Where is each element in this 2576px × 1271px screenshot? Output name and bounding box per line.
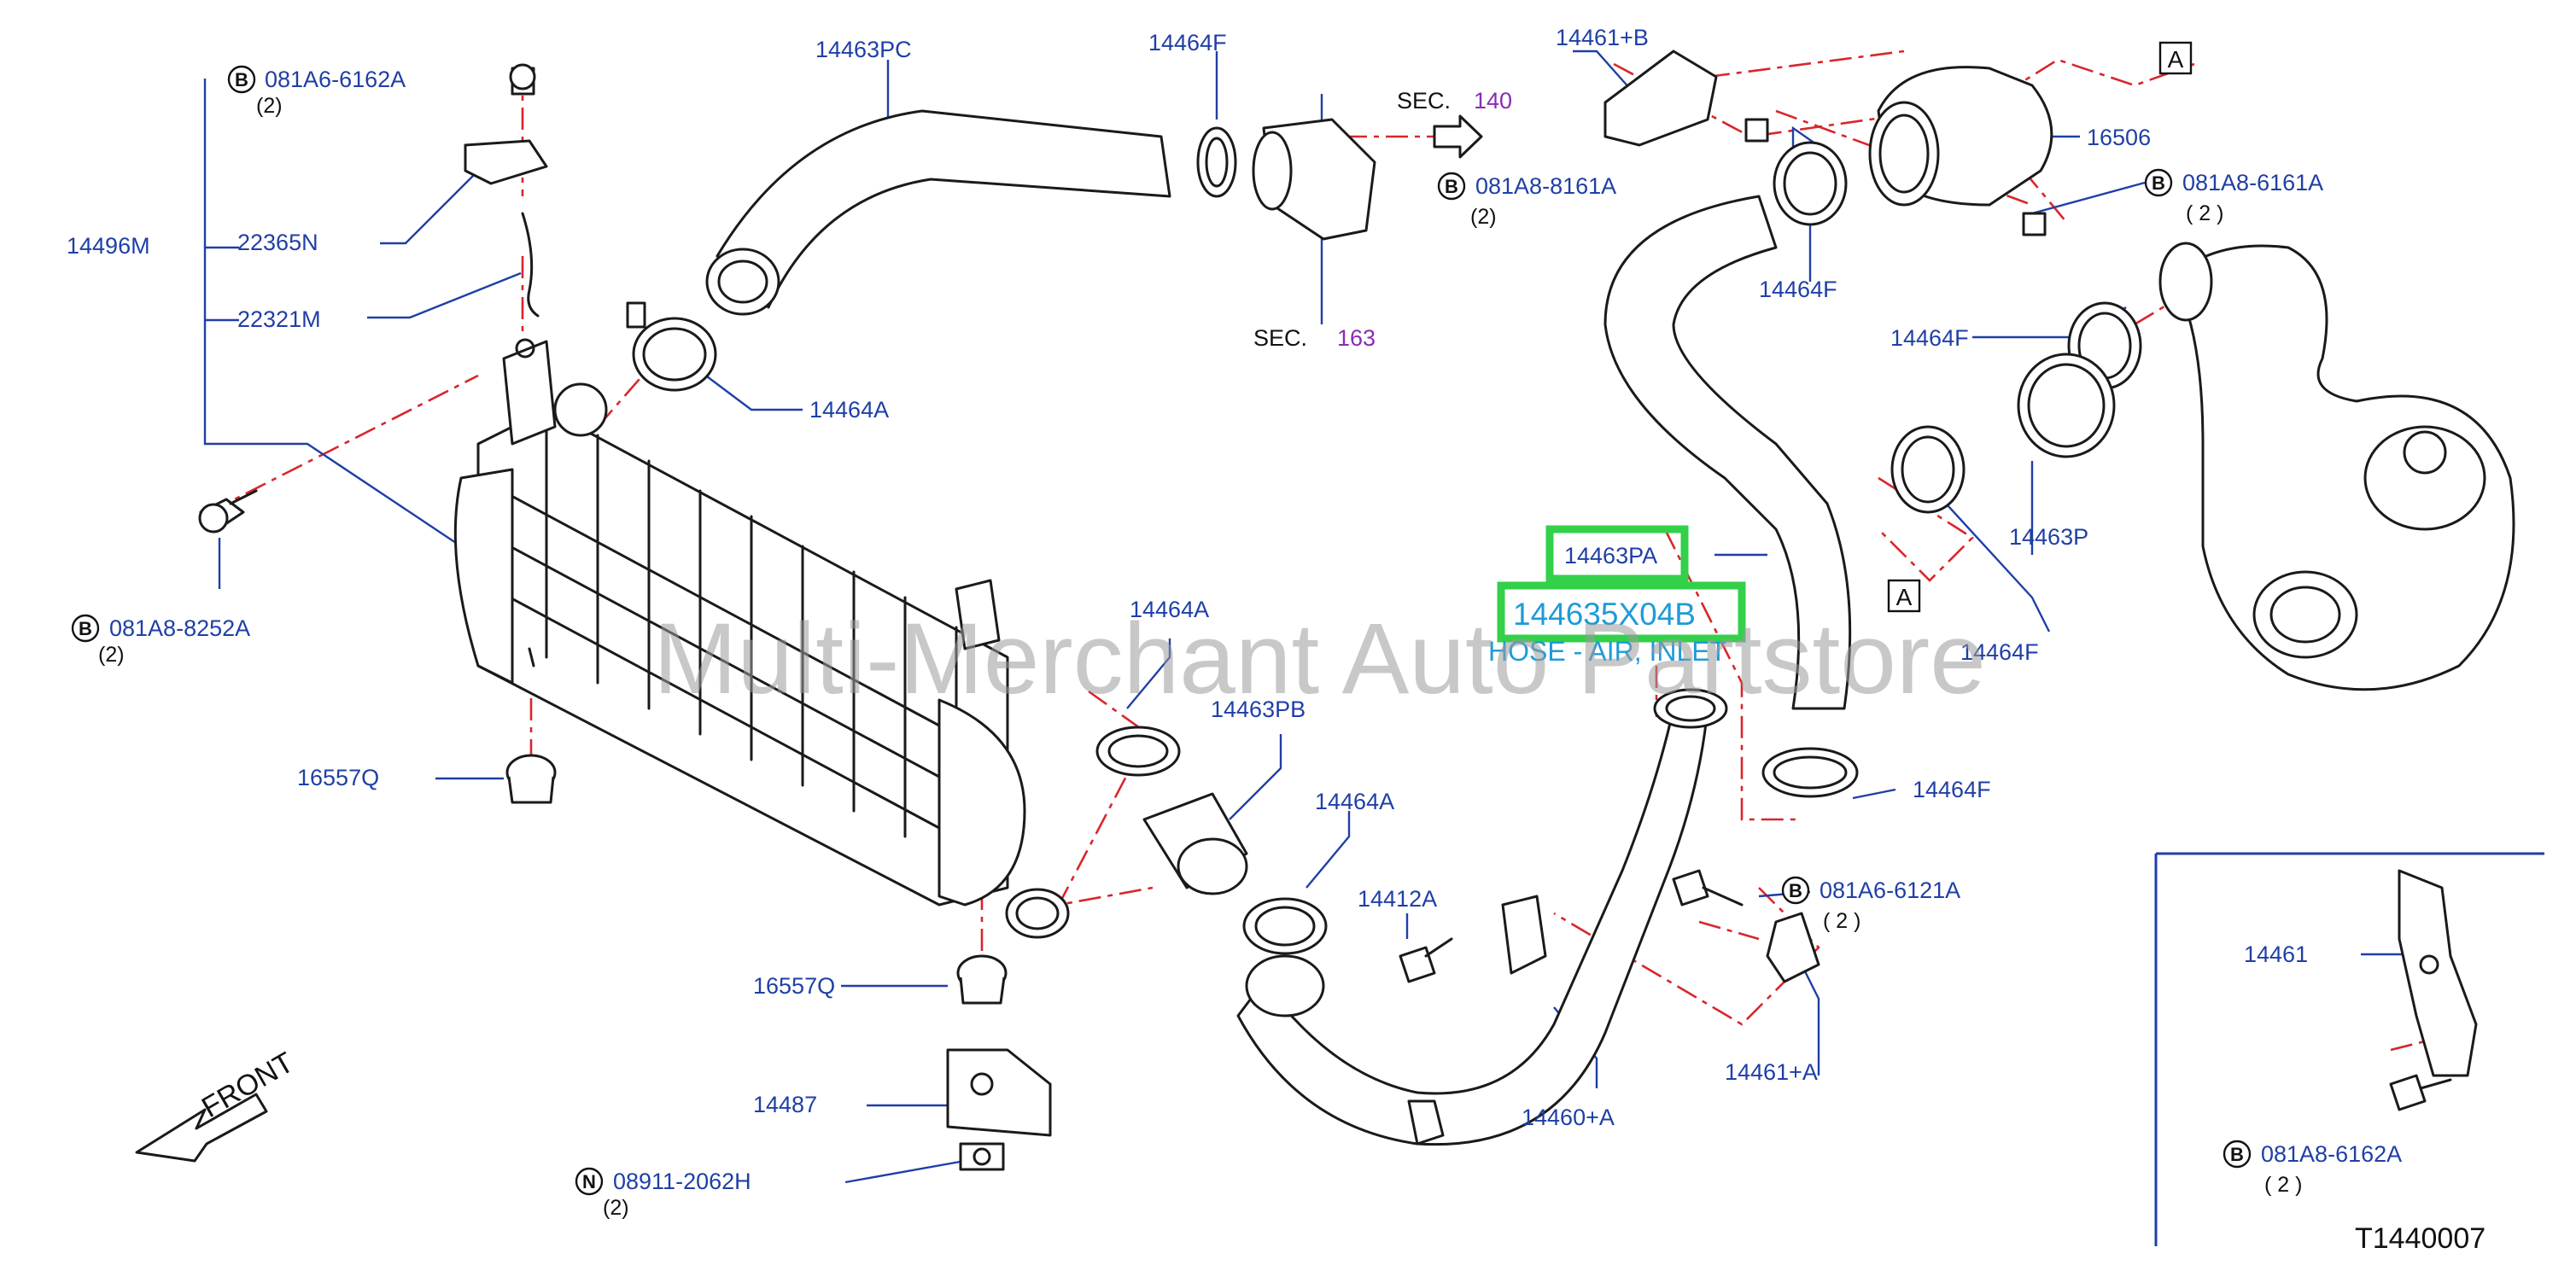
- svg-text:A: A: [2168, 46, 2184, 73]
- bolts-and-nuts: [198, 118, 2452, 1171]
- nut-label-n1[interactable]: N 08911-2062H (2): [575, 1167, 751, 1220]
- highlight-alt-part-label[interactable]: 144635X04B: [1513, 597, 1696, 632]
- part-label-14464F-d[interactable]: 14464F: [1913, 777, 1991, 802]
- bolt-label-b5[interactable]: B 081A6-6121A ( 2 ): [1781, 876, 1960, 933]
- svg-text:( 2 ): ( 2 ): [1823, 909, 1860, 933]
- diagram-code: T1440007: [2355, 1222, 2485, 1255]
- ref-box-mid: A: [1887, 579, 1921, 613]
- svg-text:081A8-6161A: 081A8-6161A: [2182, 170, 2323, 195]
- part-label-14463PC[interactable]: 14463PC: [815, 37, 912, 62]
- clamps-and-hoses: [626, 50, 2515, 1146]
- watermark: Multi-Merchant Auto Partstore: [653, 603, 1986, 715]
- sensor-parts: [464, 63, 548, 318]
- part-label-14464A-mid[interactable]: 14464A: [1130, 597, 1209, 622]
- svg-text:08911-2062H: 08911-2062H: [613, 1169, 751, 1194]
- section-ref-163[interactable]: SEC. 163: [1253, 325, 1376, 351]
- part-label-14496M[interactable]: 14496M: [67, 233, 150, 259]
- svg-text:SEC.: SEC.: [1253, 325, 1307, 351]
- svg-text:B: B: [79, 618, 92, 639]
- svg-text:081A6-6121A: 081A6-6121A: [1820, 877, 1960, 903]
- ref-box-top: A: [2158, 41, 2193, 75]
- part-label-14463P[interactable]: 14463P: [2009, 524, 2088, 550]
- svg-text:(2): (2): [256, 94, 283, 118]
- svg-text:163: 163: [1337, 325, 1376, 351]
- svg-text:B: B: [1789, 880, 1802, 901]
- part-label-14461[interactable]: 14461: [2244, 942, 2308, 967]
- svg-text:081A8-8252A: 081A8-8252A: [109, 615, 250, 641]
- part-label-14464F-b[interactable]: 14464F: [1890, 325, 1969, 351]
- bolt-label-b6[interactable]: B 081A8-6162A ( 2 ): [2223, 1140, 2402, 1197]
- highlight-box-part: [1545, 525, 1689, 583]
- svg-text:(2): (2): [1470, 205, 1497, 229]
- svg-text:B: B: [1445, 176, 1458, 197]
- bolt-label-b3[interactable]: B 081A8-8161A (2): [1437, 172, 1616, 229]
- intercooler: [453, 338, 1070, 939]
- svg-text:081A8-6162A: 081A8-6162A: [2261, 1141, 2402, 1167]
- bolt-label-b4[interactable]: B 081A8-6161A ( 2 ): [2144, 168, 2323, 225]
- part-label-14464F-top[interactable]: 14464F: [1148, 30, 1227, 55]
- section-ref-140[interactable]: SEC. 140: [1397, 88, 1512, 114]
- svg-text:( 2 ): ( 2 ): [2186, 201, 2223, 225]
- highlight-description: HOSE - AIR, INLET: [1488, 636, 1726, 667]
- part-label-16557Q-b[interactable]: 16557Q: [753, 973, 835, 999]
- part-label-14464F-c[interactable]: 14464F: [1960, 639, 2039, 665]
- svg-text:B: B: [2152, 172, 2165, 194]
- svg-text:B: B: [2230, 1144, 2244, 1165]
- part-label-14461B[interactable]: 14461+B: [1556, 25, 1649, 50]
- svg-text:140: 140: [1474, 88, 1512, 114]
- part-label-16506[interactable]: 16506: [2087, 125, 2151, 150]
- part-label-14412A[interactable]: 14412A: [1358, 886, 1437, 912]
- svg-text:N: N: [582, 1171, 596, 1192]
- part-label-14464A-low[interactable]: 14464A: [1315, 789, 1394, 814]
- bolt-label-b2[interactable]: B 081A8-8252A (2): [71, 614, 250, 667]
- front-arrow: FRONT: [135, 1046, 299, 1163]
- svg-text:A: A: [1896, 584, 1913, 610]
- part-label-14487[interactable]: 14487: [753, 1092, 817, 1117]
- svg-text:SEC.: SEC.: [1397, 88, 1451, 114]
- part-labels: 14496M 22365N 22321M 14463PC 14464F 1446…: [67, 25, 2308, 1130]
- svg-text:(2): (2): [603, 1196, 629, 1220]
- highlight-box-alt-part: [1497, 581, 1746, 643]
- part-label-22365N[interactable]: 22365N: [237, 230, 318, 255]
- part-label-14464F-a[interactable]: 14464F: [1759, 277, 1837, 302]
- highlight-part-label[interactable]: 14463PA: [1564, 543, 1657, 568]
- part-label-22321M[interactable]: 22321M: [237, 306, 321, 332]
- svg-text:081A8-8161A: 081A8-8161A: [1475, 173, 1616, 199]
- svg-text:B: B: [235, 69, 248, 90]
- svg-text:(2): (2): [98, 643, 125, 667]
- part-label-14464A-top[interactable]: 14464A: [809, 397, 889, 423]
- svg-text:( 2 ): ( 2 ): [2264, 1173, 2302, 1197]
- part-label-14461A[interactable]: 14461+A: [1725, 1059, 1818, 1085]
- bolt-label-b1[interactable]: B 081A6-6162A (2): [227, 65, 406, 118]
- svg-text:081A6-6162A: 081A6-6162A: [265, 67, 406, 92]
- part-label-14463PB[interactable]: 14463PB: [1211, 697, 1306, 722]
- inset-panel: [2154, 852, 2544, 1246]
- part-label-16557Q-a[interactable]: 16557Q: [297, 765, 379, 790]
- part-label-14460A[interactable]: 14460+A: [1522, 1105, 1615, 1130]
